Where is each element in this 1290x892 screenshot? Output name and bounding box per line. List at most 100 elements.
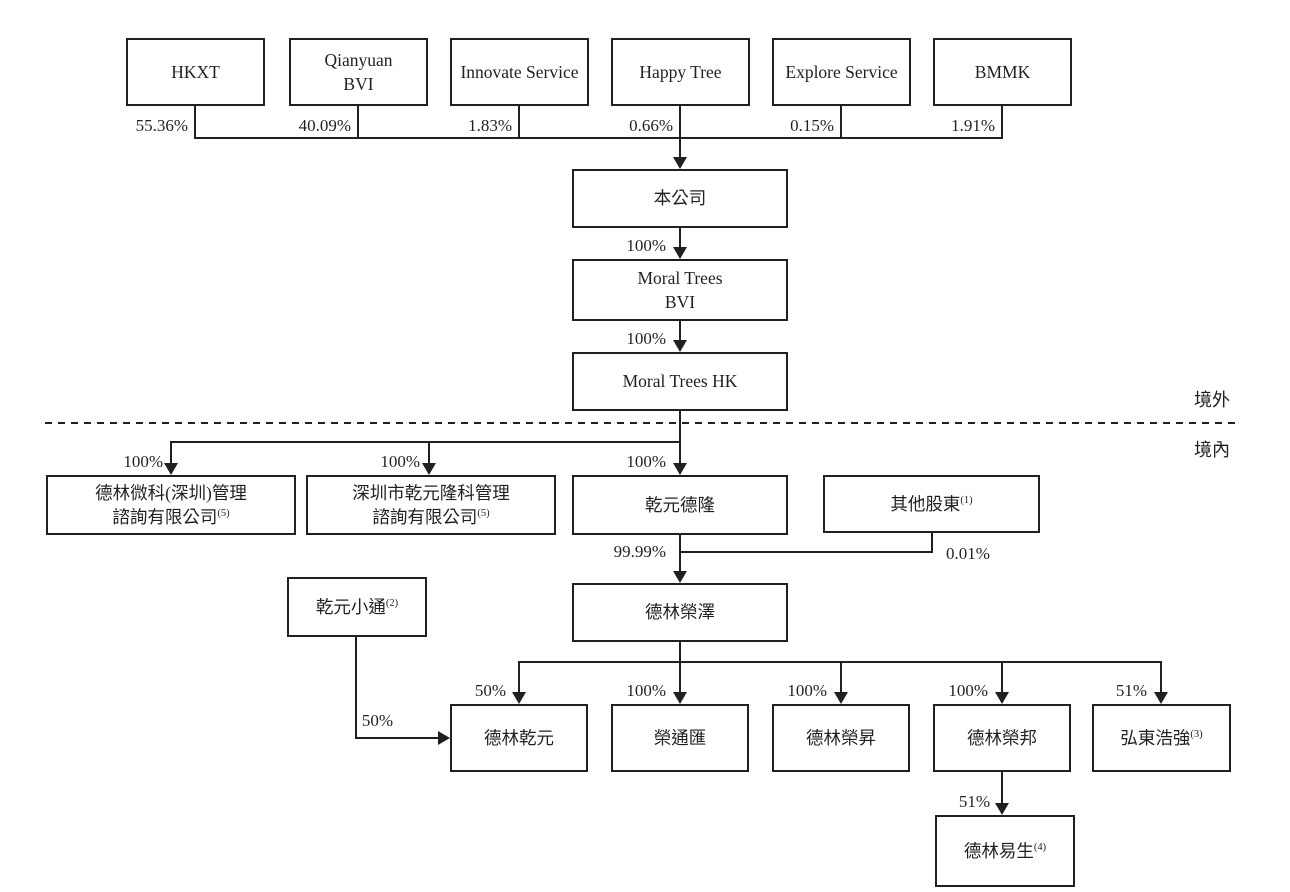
pct-delong-to-rongze: 99.99% (613, 542, 666, 561)
node-qianyuan-longke: 深圳市乾元隆科管理 諮詢有限公司(5) (306, 475, 556, 535)
node-moral-trees-hk: Moral Trees HK (572, 352, 788, 411)
node-hongdong-haoqiang-text: 弘東浩強 (1120, 727, 1191, 748)
node-qianyuan-bvi-line2: BVI (343, 74, 374, 94)
connector-line (1001, 772, 1003, 804)
node-delin-rongze: 德林榮澤 (572, 583, 788, 642)
node-qianyuan-longke-note: (5) (477, 508, 490, 520)
node-delin-weike-line2-text: 諮詢有限公司 (112, 507, 218, 527)
node-other-shareholders-note: (1) (960, 494, 973, 506)
connector-line (170, 441, 172, 464)
node-qianyuan-longke-line1: 深圳市乾元隆科管理 (352, 482, 510, 503)
node-delin-weike-note: (5) (217, 508, 230, 520)
connector-line (679, 661, 681, 693)
connector-line (194, 106, 196, 139)
arrow-down-icon (512, 692, 526, 704)
pct-company-to-bvi: 100% (626, 236, 666, 255)
node-moral-trees-hk-label: Moral Trees HK (622, 371, 738, 392)
node-company-label: 本公司 (653, 188, 707, 209)
connector-line (679, 321, 681, 341)
arrow-down-icon (995, 692, 1009, 704)
node-qianyuan-xiaotong: 乾元小通(2) (287, 577, 427, 637)
node-qianyuan-delong-label: 乾元德隆 (645, 494, 715, 515)
branch-line (171, 441, 681, 443)
pct-innovate-service: 1.83% (468, 116, 512, 135)
shareholder-bus-line (195, 137, 1003, 139)
offshore-onshore-divider (45, 422, 1237, 424)
node-delin-qianyuan: 德林乾元 (450, 704, 588, 772)
pct-hk-to-longke: 100% (380, 452, 420, 471)
node-hongdong-haoqiang-note: (3) (1190, 728, 1203, 740)
node-qianyuan-xiaotong-note: (2) (385, 597, 399, 609)
connector-line (840, 106, 842, 139)
node-other-shareholders-label: 其他股東(1) (890, 492, 972, 517)
pct-rongze-to-rongtonghui: 100% (626, 681, 666, 700)
arrow-down-icon (673, 692, 687, 704)
node-delin-rongbang-label: 德林榮邦 (967, 727, 1037, 748)
node-explore-service-label: Explore Service (785, 61, 898, 82)
node-qianyuan-xiaotong-text: 乾元小通 (315, 596, 386, 617)
connector-line (679, 642, 681, 662)
node-hkxt: HKXT (126, 38, 265, 106)
pct-rongze-to-haoqiang: 51% (1115, 681, 1147, 700)
node-delin-weike: 德林微科(深圳)管理 諮詢有限公司(5) (46, 475, 296, 535)
node-moral-trees-bvi: Moral Trees BVI (572, 259, 788, 321)
node-innovate-service: Innovate Service (450, 38, 589, 106)
pct-bmmk: 1.91% (951, 116, 995, 135)
node-delin-rongbang: 德林榮邦 (933, 704, 1071, 772)
pct-others-to-rongze: 0.01% (946, 544, 990, 563)
node-delin-yisheng-label: 德林易生(4) (964, 839, 1046, 864)
connector-line (1001, 661, 1003, 693)
node-other-shareholders-text: 其他股東 (890, 493, 961, 514)
node-happy-tree-label: Happy Tree (639, 61, 722, 82)
node-delin-weike-line2: 諮詢有限公司(5) (112, 505, 229, 530)
node-qianyuan-xiaotong-label: 乾元小通(2) (316, 595, 398, 620)
node-qianyuan-bvi-line1: Qianyuan (324, 49, 393, 70)
arrow-down-icon (673, 157, 687, 169)
node-other-shareholders: 其他股東(1) (823, 475, 1040, 533)
connector-line (355, 737, 438, 739)
node-delin-rongze-label: 德林榮澤 (645, 602, 715, 623)
region-label-offshore: 境外 (1194, 390, 1230, 410)
node-moral-trees-bvi-line2: BVI (664, 292, 696, 312)
node-delin-yisheng: 德林易生(4) (935, 815, 1075, 887)
node-explore-service: Explore Service (772, 38, 911, 106)
connector-line (355, 637, 357, 739)
node-innovate-service-label: Innovate Service (460, 61, 579, 82)
arrow-down-icon (673, 340, 687, 352)
node-company: 本公司 (572, 169, 788, 228)
connector-line (679, 228, 681, 248)
connector-line (518, 661, 520, 693)
node-delin-yisheng-note: (4) (1033, 841, 1047, 853)
pct-explore-service: 0.15% (790, 116, 834, 135)
pct-rongze-to-delin-qianyuan: 50% (474, 681, 506, 700)
connector-line (357, 106, 359, 139)
node-qianyuan-longke-line2: 諮詢有限公司(5) (372, 505, 489, 530)
node-rong-tong-hui: 榮通匯 (611, 704, 749, 772)
connector-line (680, 551, 933, 553)
node-delin-weike-line1: 德林微科(深圳)管理 (95, 482, 247, 503)
node-bmmk-label: BMMK (974, 61, 1031, 82)
node-delin-rongsheng: 德林榮昇 (772, 704, 910, 772)
node-delin-rongsheng-label: 德林榮昇 (806, 727, 876, 748)
connector-line (679, 137, 681, 159)
node-rong-tong-hui-label: 榮通匯 (653, 727, 707, 748)
arrow-down-icon (673, 247, 687, 259)
node-qianyuan-delong: 乾元德隆 (572, 475, 788, 535)
arrow-down-icon (1154, 692, 1168, 704)
connector-line (679, 441, 681, 464)
pct-rongze-to-rongbang: 100% (948, 681, 988, 700)
arrow-down-icon (422, 463, 436, 475)
arrow-down-icon (995, 803, 1009, 815)
pct-xiaotong-to-delin-qianyuan: 50% (361, 711, 393, 730)
arrow-down-icon (673, 571, 687, 583)
pct-rongbang-to-yisheng: 51% (958, 792, 990, 811)
node-bmmk: BMMK (933, 38, 1072, 106)
connector-line (679, 411, 681, 443)
connector-line (1160, 661, 1162, 693)
connector-line (518, 106, 520, 139)
pct-happy-tree: 0.66% (629, 116, 673, 135)
node-hongdong-haoqiang-label: 弘東浩強(3) (1120, 726, 1202, 751)
connector-line (840, 661, 842, 693)
connector-line (679, 106, 681, 139)
